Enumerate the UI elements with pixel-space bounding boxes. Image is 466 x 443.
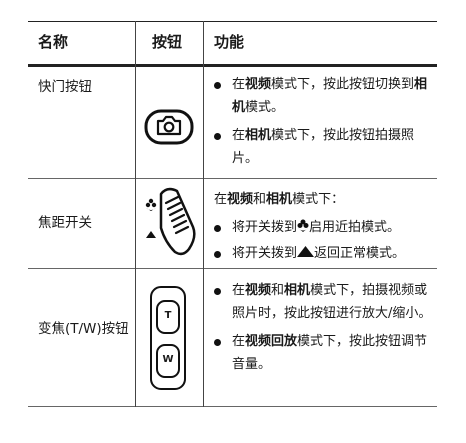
macro-flower-icon bbox=[297, 219, 309, 232]
button-function-table: 名称 按钮 功能 快门按钮 在视频模式下，按此按钮切换到相机模式。 在相机模式下… bbox=[28, 21, 437, 407]
row-divider bbox=[28, 178, 437, 179]
bullet-dot-icon bbox=[214, 225, 221, 232]
bold-term: 相机 bbox=[266, 192, 293, 207]
text-run: 模式下，拍摄视频或照片时，按此按钮进行放大/缩小。 bbox=[232, 283, 432, 321]
bold-term: 视频 bbox=[245, 77, 272, 92]
camera-button-icon bbox=[144, 109, 194, 145]
before-text: 将开关拨到 bbox=[232, 246, 298, 261]
after-text: 返回正常模式。 bbox=[314, 246, 406, 261]
bullet-item: 将开关拨到启用近拍模式。 bbox=[214, 216, 432, 239]
bold-term: 视频 bbox=[227, 192, 254, 207]
line-text: 在视频和相机模式下，拍摄视频或照片时，按此按钮进行放大/缩小。 bbox=[232, 283, 431, 321]
row-divider bbox=[28, 268, 437, 269]
zoom-button-icon bbox=[150, 286, 186, 390]
text-run: 模式。 bbox=[245, 100, 285, 115]
bullet-dot-icon bbox=[214, 82, 221, 89]
text-run: 在 bbox=[214, 192, 228, 207]
zoom-tele-label: T bbox=[164, 310, 172, 321]
bold-term: 视频回放 bbox=[245, 334, 298, 349]
text-run: 在 bbox=[232, 283, 246, 298]
bullet-dot-icon bbox=[214, 288, 221, 295]
text-run: 模式下： bbox=[292, 192, 345, 207]
text-run: 和 bbox=[253, 192, 267, 207]
header-name: 名称 bbox=[38, 33, 69, 51]
bold-term: 视频 bbox=[245, 283, 272, 298]
row-name-shutter: 快门按钮 bbox=[38, 79, 92, 95]
row-name-zoom: 变焦(T/W)按钮 bbox=[38, 321, 129, 337]
table-top-rule bbox=[28, 21, 437, 22]
bullet-dot-icon bbox=[214, 251, 221, 258]
bullet-dot-icon bbox=[214, 133, 221, 140]
text-run: 模式下，按此按钮拍摄照片。 bbox=[232, 128, 415, 166]
row-name-focus-switch: 焦距开关 bbox=[38, 215, 92, 231]
row-function-zoom: 在视频和相机模式下，拍摄视频或照片时，按此按钮进行放大/缩小。 在视频回放模式下… bbox=[214, 279, 432, 376]
header-button: 按钮 bbox=[152, 33, 183, 51]
row-function-focus-switch: 在视频和相机模式下： 将开关拨到启用近拍模式。 将开关拨到返回正常模式。 bbox=[214, 188, 432, 265]
bold-term: 相机 bbox=[284, 283, 311, 298]
bullet-dot-icon bbox=[214, 339, 221, 346]
column-divider bbox=[203, 21, 204, 407]
line-text: 在视频回放模式下，按此按钮调节音量。 bbox=[232, 334, 427, 372]
header-function: 功能 bbox=[214, 33, 245, 51]
text-run: 模式下，按此按钮调节音量。 bbox=[232, 334, 428, 372]
bullet-item: 在视频模式下，按此按钮切换到相机模式。 bbox=[214, 73, 432, 119]
line-text: 在视频模式下，按此按钮切换到相机模式。 bbox=[232, 77, 427, 115]
text-run: 在 bbox=[232, 334, 246, 349]
bullet-item: 将开关拨到 返回正常模式。 bbox=[214, 242, 432, 265]
text-run: 在 bbox=[232, 128, 246, 143]
row-function-shutter: 在视频模式下，按此按钮切换到相机模式。 在相机模式下，按此按钮拍摄照片。 bbox=[214, 73, 432, 170]
bold-term: 相机 bbox=[232, 77, 428, 115]
zoom-wide-label: W bbox=[162, 354, 174, 365]
intro-line: 在视频和相机模式下： bbox=[214, 188, 432, 211]
focus-switch-icon bbox=[145, 187, 196, 256]
text-run: 模式下，按此按钮切换到 bbox=[271, 77, 415, 92]
mountain-icon bbox=[297, 246, 315, 257]
bold-term: 相机 bbox=[245, 128, 272, 143]
table-bottom-rule bbox=[28, 406, 437, 407]
bullet-item: 在视频和相机模式下，拍摄视频或照片时，按此按钮进行放大/缩小。 bbox=[214, 279, 432, 325]
bullet-item: 在视频回放模式下，按此按钮调节音量。 bbox=[214, 330, 432, 376]
text-run: 在 bbox=[232, 77, 246, 92]
column-divider bbox=[135, 21, 136, 407]
line-text: 在相机模式下，按此按钮拍摄照片。 bbox=[232, 128, 414, 166]
bullet-item: 在相机模式下，按此按钮拍摄照片。 bbox=[214, 124, 432, 170]
before-text: 将开关拨到 bbox=[232, 220, 298, 235]
after-text: 启用近拍模式。 bbox=[309, 220, 401, 235]
header-bottom-rule bbox=[28, 64, 437, 67]
text-run: 和 bbox=[271, 283, 285, 298]
